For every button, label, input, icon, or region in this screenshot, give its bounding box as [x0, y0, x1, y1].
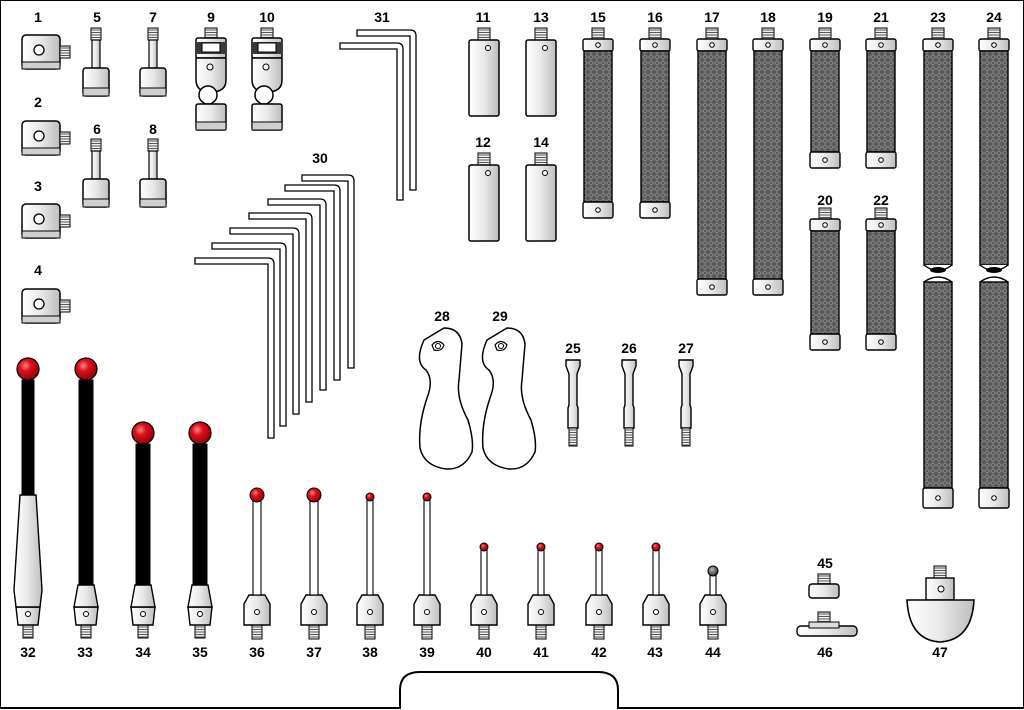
- cube-adaptor-2: [21, 120, 71, 156]
- label-15: 15: [590, 9, 606, 25]
- label-13: 13: [533, 9, 549, 25]
- stylus-tool-28: [418, 327, 474, 470]
- stylus-43: [642, 542, 670, 640]
- adaptor-45: [808, 573, 840, 599]
- stylus-adaptor-27: [678, 359, 694, 447]
- hex-key-set-31: [339, 29, 417, 201]
- label-46: 46: [817, 644, 833, 660]
- label-20: 20: [817, 192, 833, 208]
- label-3: 3: [34, 178, 42, 194]
- label-19: 19: [817, 9, 833, 25]
- label-5: 5: [93, 9, 101, 25]
- label-12: 12: [475, 134, 491, 150]
- stylus-adaptor-26: [621, 359, 637, 447]
- stylus-adaptor-25: [565, 359, 581, 447]
- stylus-33: [73, 357, 99, 639]
- label-30: 30: [312, 150, 328, 166]
- label-2: 2: [34, 94, 42, 110]
- cube-adaptor-4: [21, 288, 71, 324]
- stylus-35: [187, 421, 213, 639]
- label-7: 7: [149, 9, 157, 25]
- stylus-tool-29: [481, 327, 537, 470]
- cube-adaptor-1: [21, 34, 71, 70]
- extension-knuckle-5: [82, 27, 110, 97]
- carbon-extension-21: [865, 27, 897, 169]
- extension-knuckle-7: [139, 27, 167, 97]
- label-34: 34: [135, 644, 151, 660]
- hemisphere-adaptor-47: [906, 565, 975, 643]
- carbon-extension-24: [978, 27, 1010, 509]
- label-9: 9: [207, 9, 215, 25]
- carbon-extension-18: [752, 27, 784, 296]
- label-27: 27: [678, 340, 694, 356]
- carbon-extension-17: [696, 27, 728, 296]
- label-33: 33: [77, 644, 93, 660]
- carbon-extension-20: [809, 207, 841, 351]
- carbon-extension-16: [639, 27, 671, 219]
- steel-extension-12: [468, 152, 500, 242]
- label-44: 44: [705, 644, 721, 660]
- stylus-39: [413, 492, 441, 640]
- stylus-36: [243, 487, 271, 640]
- label-41: 41: [533, 644, 549, 660]
- stylus-44: [699, 565, 727, 640]
- label-21: 21: [873, 9, 889, 25]
- label-45: 45: [817, 555, 833, 571]
- label-28: 28: [434, 308, 450, 324]
- carbon-extension-23: [922, 27, 954, 509]
- label-4: 4: [34, 262, 42, 278]
- label-36: 36: [249, 644, 265, 660]
- swivel-adaptor-10: [251, 27, 283, 131]
- stylus-41: [527, 542, 555, 640]
- stylus-34: [130, 421, 156, 639]
- label-24: 24: [986, 9, 1002, 25]
- stylus-40: [470, 542, 498, 640]
- label-37: 37: [306, 644, 322, 660]
- stylus-32: [13, 357, 43, 639]
- label-29: 29: [492, 308, 508, 324]
- label-1: 1: [34, 9, 42, 25]
- label-42: 42: [591, 644, 607, 660]
- label-38: 38: [362, 644, 378, 660]
- extension-knuckle-6: [82, 138, 110, 208]
- label-8: 8: [149, 121, 157, 137]
- stylus-38: [356, 492, 384, 640]
- steel-extension-14: [525, 152, 557, 242]
- swivel-adaptor-9: [195, 27, 227, 131]
- stylus-42: [585, 542, 613, 640]
- steel-extension-11: [468, 27, 500, 117]
- label-25: 25: [565, 340, 581, 356]
- label-22: 22: [873, 192, 889, 208]
- carbon-extension-22: [865, 207, 897, 351]
- label-17: 17: [704, 9, 720, 25]
- label-16: 16: [647, 9, 663, 25]
- carbon-extension-15: [582, 27, 614, 219]
- label-32: 32: [20, 644, 36, 660]
- label-23: 23: [930, 9, 946, 25]
- label-43: 43: [647, 644, 663, 660]
- label-11: 11: [476, 9, 491, 25]
- steel-extension-13: [525, 27, 557, 117]
- label-39: 39: [419, 644, 435, 660]
- label-35: 35: [192, 644, 208, 660]
- carbon-extension-19: [809, 27, 841, 169]
- adaptor-46: [796, 611, 858, 637]
- label-18: 18: [760, 9, 776, 25]
- label-14: 14: [533, 134, 549, 150]
- label-26: 26: [621, 340, 637, 356]
- cube-adaptor-3: [21, 203, 71, 239]
- label-6: 6: [93, 121, 101, 137]
- hex-key-set-30: [194, 174, 355, 439]
- label-40: 40: [476, 644, 492, 660]
- parts-layer: [13, 27, 1010, 643]
- label-10: 10: [259, 9, 275, 25]
- stylus-37: [300, 487, 328, 640]
- label-31: 31: [374, 9, 390, 25]
- extension-knuckle-8: [139, 138, 167, 208]
- label-47: 47: [932, 644, 948, 660]
